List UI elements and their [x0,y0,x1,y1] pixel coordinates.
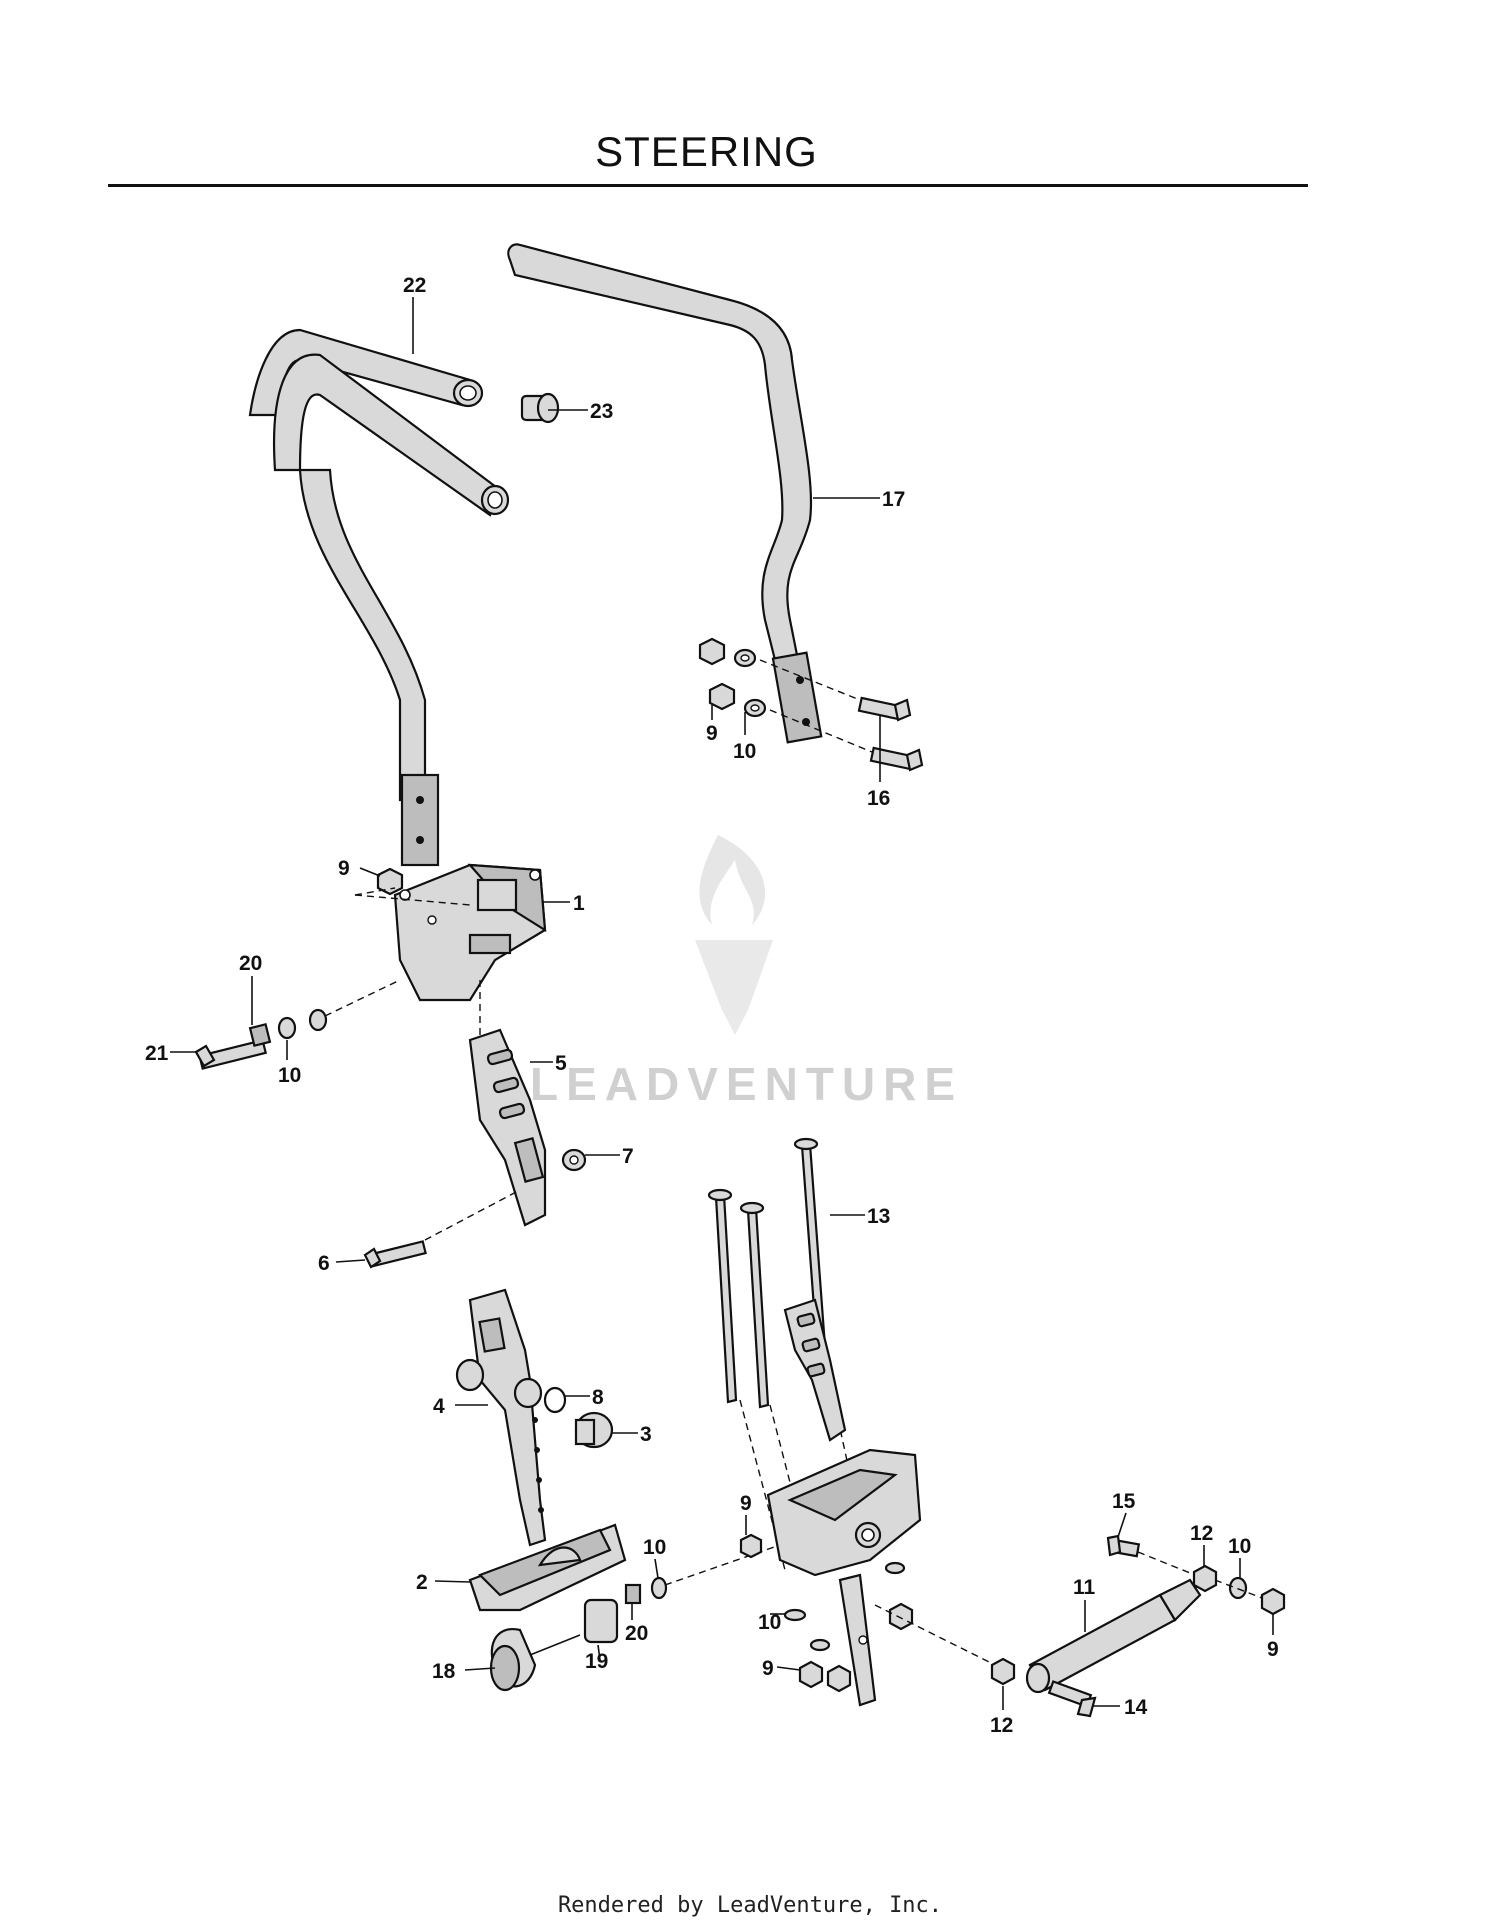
callout-3: 3 [640,1423,652,1446]
callout-11: 11 [1073,1576,1096,1599]
callout-7: 7 [622,1145,634,1168]
part-10-washer-right [1228,1576,1248,1600]
callout-9: 9 [338,857,350,880]
watermark-text: LEADVENTURE [530,1058,963,1110]
part-hardware-upper-right [698,637,924,772]
part-4-lever-arm [455,1288,547,1547]
callout-12: 12 [990,1714,1013,1737]
callout-2: 2 [416,1571,428,1594]
callout-10: 10 [1228,1535,1251,1558]
callout-12: 12 [1190,1522,1213,1545]
page-title: STEERING [595,128,818,175]
part-11-damper [1025,1578,1211,1694]
part-lower-hardware [739,1533,996,1693]
title-rule [108,184,1308,187]
callout-6: 6 [318,1252,330,1275]
part-1-control-housing [393,863,547,1002]
part-7-nut [561,1148,587,1172]
callout-19: 19 [585,1650,608,1673]
callout-16: 16 [867,787,890,810]
watermark-logo [695,835,773,1035]
part-3-bushing [574,1411,614,1449]
part-6-bolt [363,1189,521,1269]
part-23-plug [520,392,560,424]
callout-4: 4 [433,1395,445,1418]
part-12-nut-upper [1192,1564,1218,1593]
callout-leaders [170,297,1274,1710]
callout-14: 14 [1124,1696,1148,1719]
callout-18: 18 [432,1660,456,1683]
knob-shaft [529,1634,581,1656]
part-14-bolt [1047,1680,1097,1718]
callout-13: 13 [867,1205,890,1228]
part-22-handle-grip [248,328,484,417]
callout-9: 9 [762,1657,774,1680]
part-9-nut-top [376,867,404,896]
callout-labels: 22 23 17 9 10 16 9 1 20 10 21 5 7 6 13 4… [145,274,1279,1737]
callout-10: 10 [733,740,756,763]
callout-9: 9 [1267,1638,1279,1661]
part-8-ring [543,1386,567,1414]
part-18-knob [489,1627,537,1692]
callout-23: 23 [590,400,613,423]
part-15-bolt [1106,1534,1196,1576]
callout-10: 10 [643,1536,666,1559]
part-left-handle-bar [273,353,510,867]
callout-10: 10 [758,1611,781,1634]
part-2-lower-housing [468,1523,627,1612]
callout-5: 5 [555,1052,567,1075]
callout-22: 22 [403,274,426,297]
part-assembled-lever [783,1298,847,1442]
part-19-spacer [583,1598,619,1644]
callout-17: 17 [882,488,905,511]
callout-1: 1 [573,892,585,915]
callout-21: 21 [145,1042,169,1065]
part-17-right-handle-bar [507,243,823,744]
part-assembled-housing [766,1448,922,1707]
part-12-nut-lower [990,1657,1016,1686]
footer-credit: Rendered by LeadVenture, Inc. [557,1893,943,1918]
part-9-nut-right [1260,1587,1286,1616]
callout-15: 15 [1112,1490,1136,1513]
callout-9: 9 [706,722,718,745]
callout-9: 9 [740,1492,752,1515]
callout-20: 20 [239,952,262,975]
part-20-spring-lower [624,1583,642,1605]
part-10-washer-lower-mid [650,1576,668,1600]
part-13-pins [707,1137,861,1571]
part-21-bolt-assembly [194,979,401,1070]
callout-8: 8 [592,1386,604,1409]
part-5-lever [468,1028,547,1227]
callout-20: 20 [625,1622,648,1645]
callout-10: 10 [278,1064,301,1087]
